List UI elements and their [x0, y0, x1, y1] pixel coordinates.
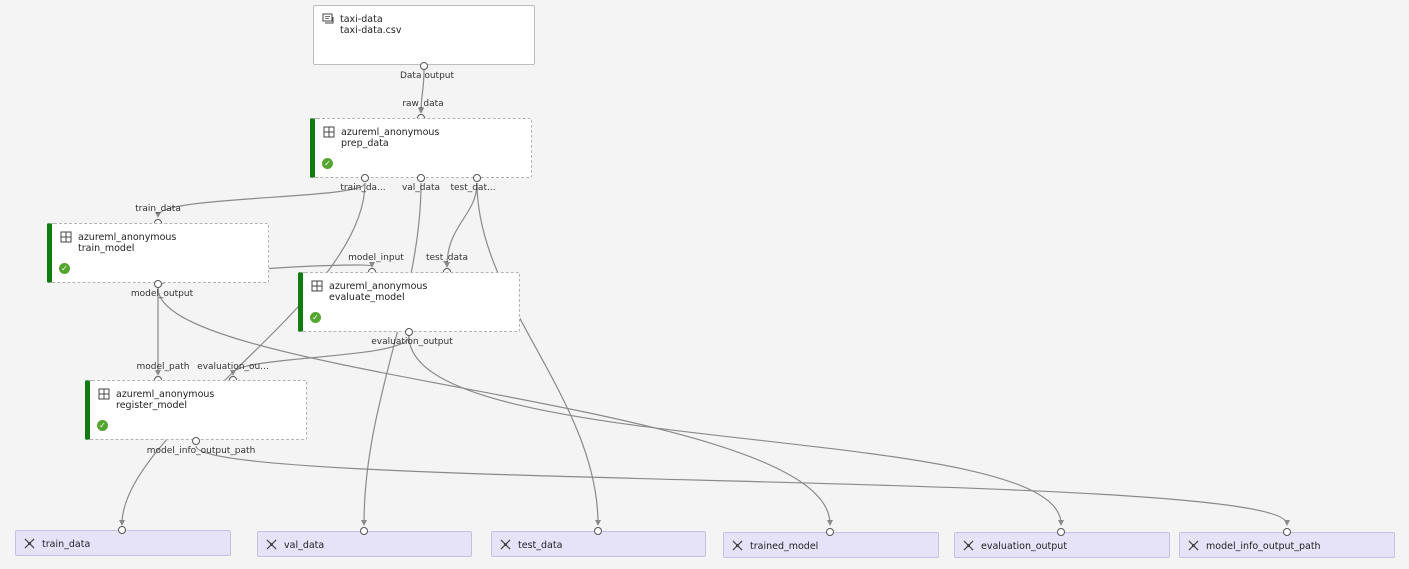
- edge-prep-val-to-output: [363, 182, 422, 525]
- edge-prep-train-to-train: [157, 182, 366, 217]
- output-label: trained_model: [750, 541, 819, 552]
- eval-node-subtitle: evaluate_model: [329, 292, 405, 303]
- port-label-train-out: model_output: [130, 289, 194, 299]
- eval-output-port[interactable]: [405, 328, 413, 336]
- dataset-icon: [322, 13, 334, 24]
- pipeline-output-icon: [1188, 540, 1199, 551]
- output-node-val-data[interactable]: val_data: [257, 531, 472, 557]
- output-label: evaluation_output: [981, 541, 1068, 552]
- dataset-output-label: Data output: [399, 71, 455, 81]
- pipeline-output-icon: [24, 538, 35, 549]
- output-label: model_info_output_path: [1206, 541, 1321, 552]
- edge-prep-test-to-output: [476, 182, 599, 525]
- pipeline-output-icon: [732, 540, 743, 551]
- component-icon: [60, 231, 72, 243]
- component-icon: [311, 280, 323, 292]
- port-label-reg-eval: evaluation_ou...: [197, 362, 269, 372]
- dataset-output-port[interactable]: [420, 62, 428, 70]
- output-port-val-data[interactable]: [360, 527, 368, 535]
- train-output-port[interactable]: [154, 280, 162, 288]
- output-label: test_data: [518, 540, 563, 551]
- success-check-icon: ✓: [322, 158, 333, 169]
- dataset-node[interactable]: taxi-data taxi-data.csv: [313, 5, 535, 65]
- port-label-train-in: train_data: [135, 204, 181, 214]
- output-port-model-info-output-path[interactable]: [1283, 528, 1291, 536]
- output-port-trained-model[interactable]: [826, 528, 834, 536]
- dataset-title: taxi-data: [340, 14, 383, 25]
- register-model-node[interactable]: azureml_anonymous register_model ✓: [85, 380, 307, 440]
- output-node-trained-model[interactable]: trained_model: [723, 532, 939, 558]
- port-label-raw-data: raw_data: [402, 99, 444, 109]
- eval-node-title: azureml_anonymous: [329, 281, 428, 292]
- edge-eval-to-output: [408, 335, 1062, 525]
- dataset-subtitle: taxi-data.csv: [340, 25, 402, 36]
- pipeline-output-icon: [963, 540, 974, 551]
- port-label-eval-out: evaluation_output: [371, 337, 453, 347]
- train-model-node[interactable]: azureml_anonymous train_model ✓: [47, 223, 269, 283]
- output-label: val_data: [284, 540, 325, 551]
- port-label-prep-train: train_da...: [340, 183, 386, 193]
- train-node-subtitle: train_model: [78, 243, 135, 254]
- prep-val-data-port[interactable]: [417, 174, 425, 182]
- output-node-evaluation-output[interactable]: evaluation_output: [954, 532, 1170, 558]
- success-check-icon: ✓: [310, 312, 321, 323]
- evaluate-model-node[interactable]: azureml_anonymous evaluate_model ✓: [298, 272, 520, 332]
- port-label-reg-model-path: model_path: [136, 362, 190, 372]
- port-label-eval-model-input: model_input: [348, 253, 404, 263]
- pipeline-output-icon: [266, 539, 277, 550]
- prep-data-node[interactable]: azureml_anonymous prep_data ✓: [310, 118, 532, 178]
- train-node-title: azureml_anonymous: [78, 232, 177, 243]
- output-node-train-data[interactable]: train_data: [15, 530, 231, 556]
- output-port-train-data[interactable]: [118, 526, 126, 534]
- port-label-eval-test-data: test_data: [425, 253, 469, 263]
- prep-test-data-port[interactable]: [473, 174, 481, 182]
- reg-node-title: azureml_anonymous: [116, 389, 215, 400]
- success-check-icon: ✓: [59, 263, 70, 274]
- component-icon: [323, 126, 335, 138]
- pipeline-output-icon: [500, 539, 511, 550]
- port-label-prep-val: val_data: [401, 183, 441, 193]
- output-node-test-data[interactable]: test_data: [491, 531, 706, 557]
- prep-train-data-port[interactable]: [361, 174, 369, 182]
- edge-register-to-output: [195, 445, 1288, 525]
- component-icon: [98, 388, 110, 400]
- output-port-evaluation-output[interactable]: [1057, 528, 1065, 536]
- prep-node-title: azureml_anonymous: [341, 127, 440, 138]
- success-check-icon: ✓: [97, 420, 108, 431]
- port-label-reg-out: model_info_output_path: [146, 446, 256, 456]
- reg-node-subtitle: register_model: [116, 400, 187, 411]
- port-label-prep-test: test_dat...: [450, 183, 496, 193]
- prep-node-subtitle: prep_data: [341, 138, 389, 149]
- output-port-test-data[interactable]: [594, 527, 602, 535]
- reg-output-port[interactable]: [192, 437, 200, 445]
- output-label: train_data: [42, 539, 91, 550]
